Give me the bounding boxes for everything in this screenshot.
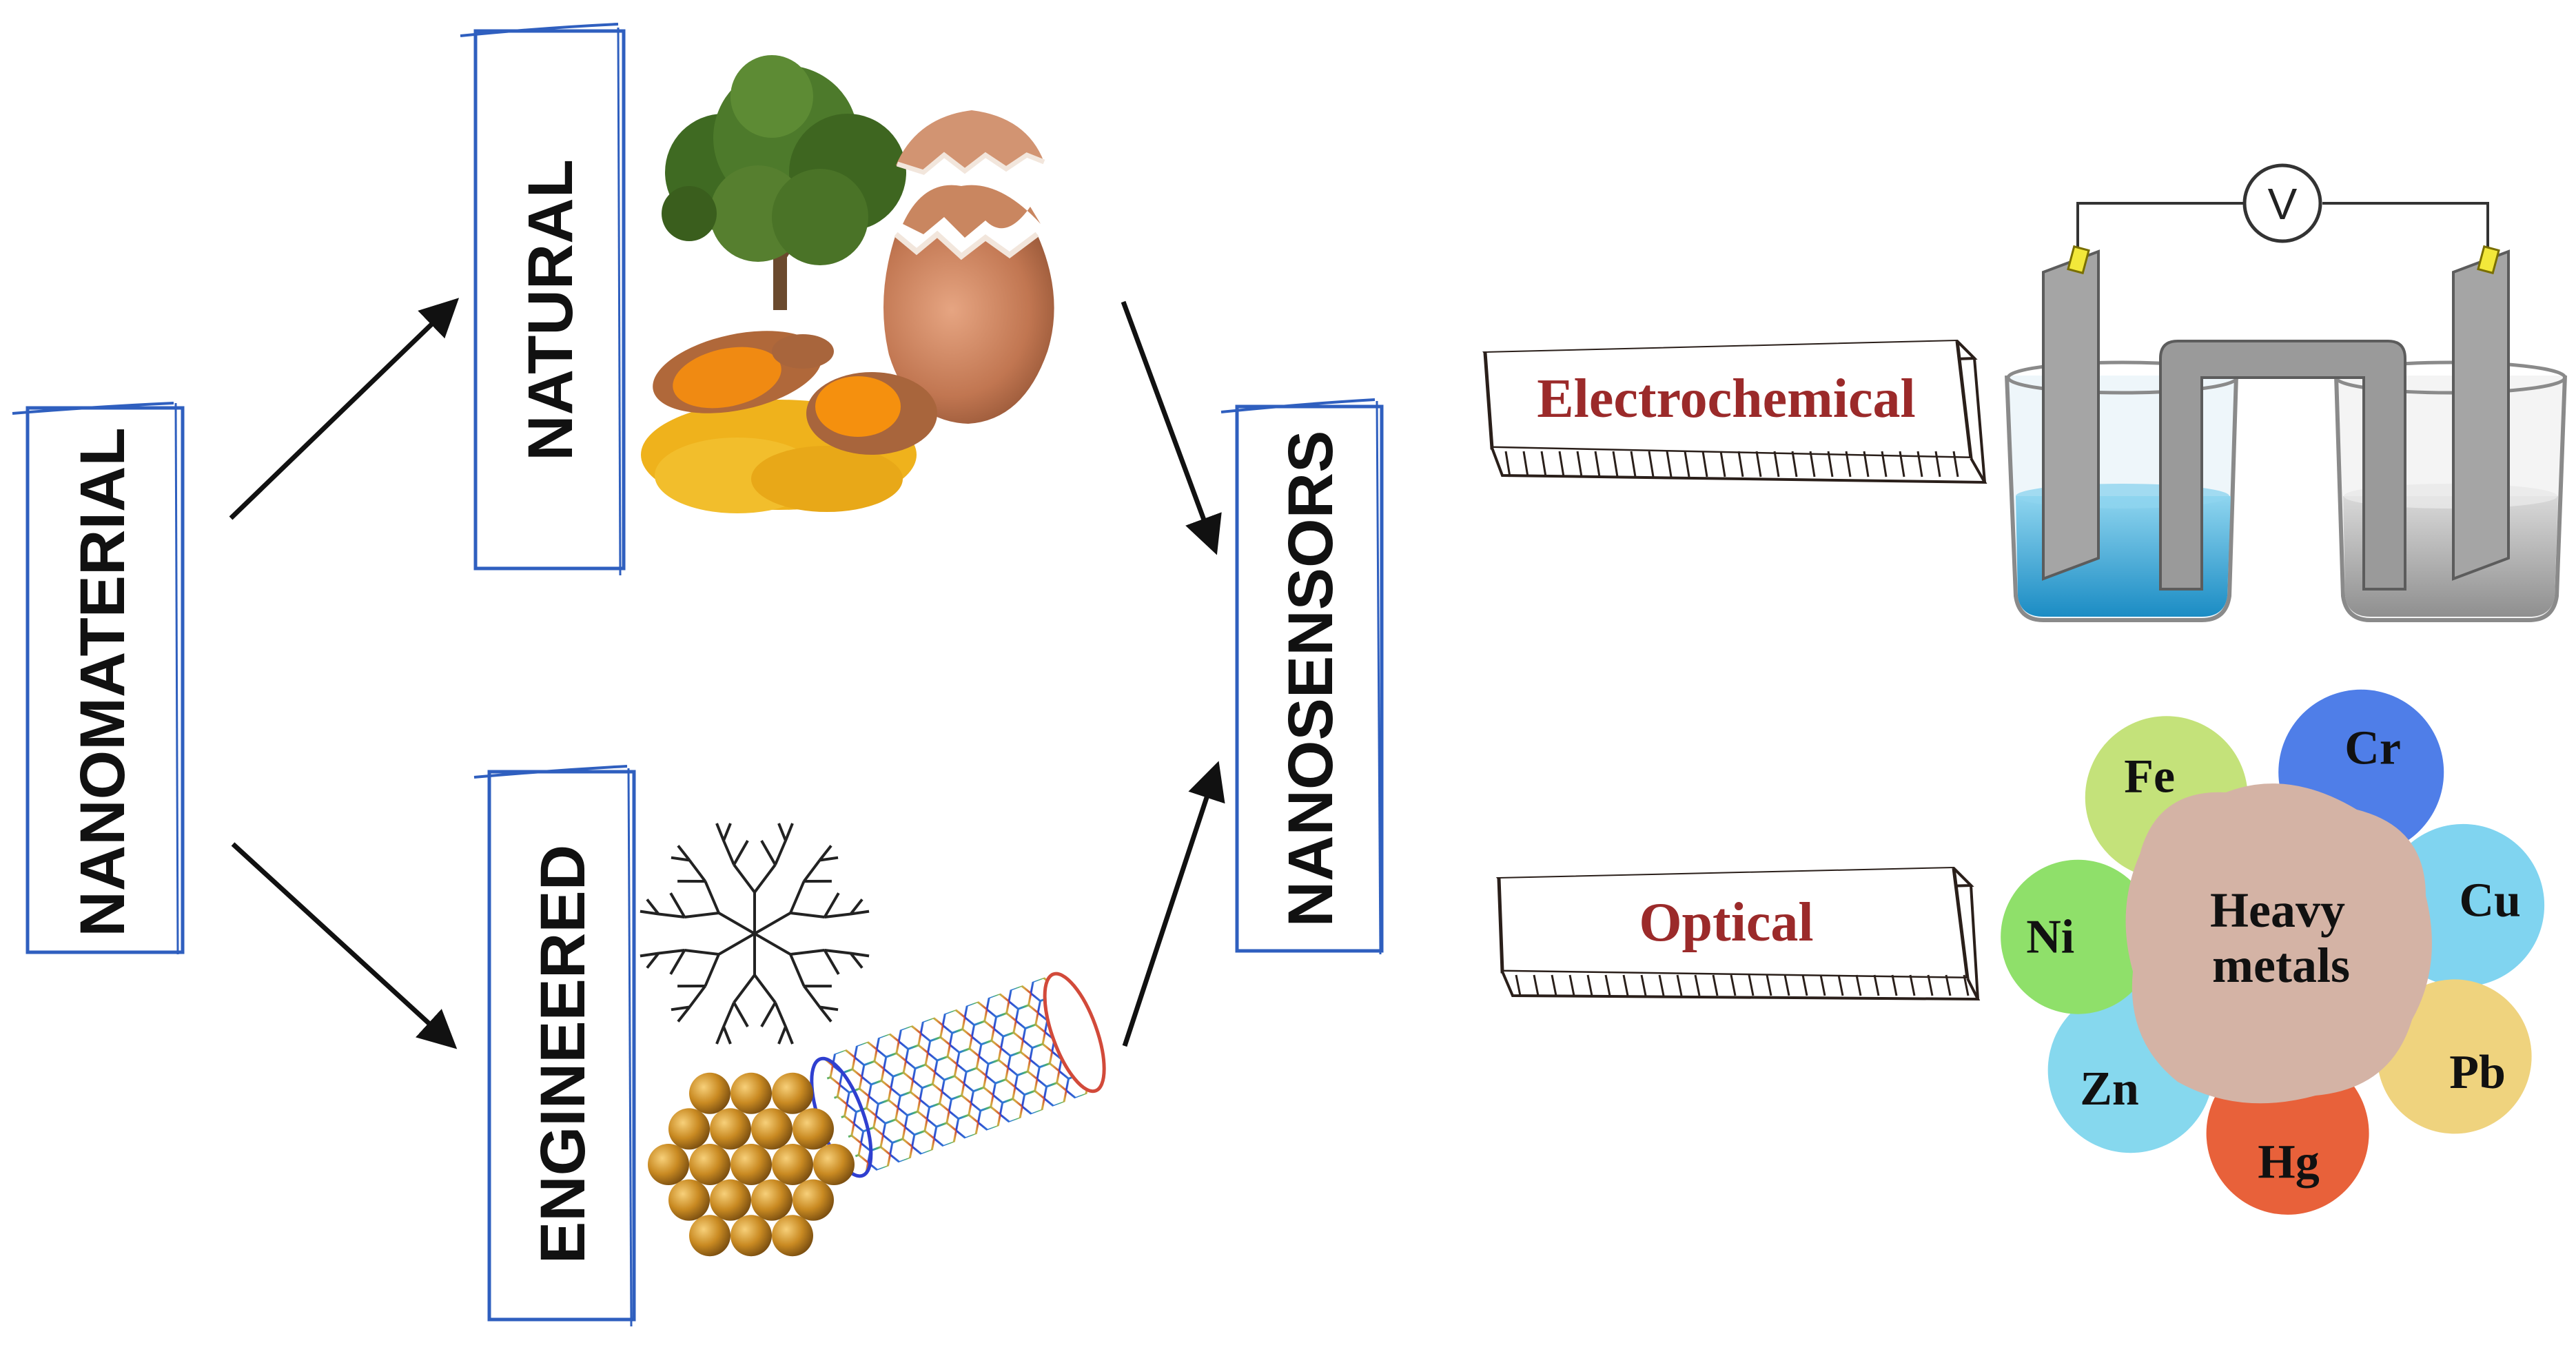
metal-label-cu: Cu <box>2459 874 2520 927</box>
nanoparticle <box>793 1179 834 1221</box>
metal-label-ni: Ni <box>2026 910 2074 963</box>
natural-label: NATURAL <box>515 159 586 461</box>
metal-petal-ni <box>2001 859 2156 1014</box>
nanoparticle <box>668 1179 710 1221</box>
arrow-engineered-to-nanosensors <box>1122 761 1225 1047</box>
nanoparticle <box>772 1072 813 1114</box>
arrow-natural-to-nanosensors <box>1121 300 1222 555</box>
nanoparticle <box>730 1144 772 1185</box>
arrow-to-natural <box>229 298 460 520</box>
nanomaterial-label: NANOMATERIAL <box>68 427 138 936</box>
nanoparticle <box>710 1108 751 1150</box>
nanoparticle <box>689 1072 730 1114</box>
nanomaterial-box: NANOMATERIAL <box>12 402 185 955</box>
optical-label: Optical <box>1639 892 1813 953</box>
engineered-label: ENGINEERED <box>528 845 598 1264</box>
metal-label-hg: Hg <box>2258 1136 2319 1189</box>
dendrimer-icon <box>638 823 871 1045</box>
nanoparticle <box>772 1144 813 1185</box>
nanoparticle-cluster-icon <box>648 1072 855 1257</box>
turmeric-icon <box>641 331 937 513</box>
heavy-metals-line1: Heavy <box>2210 883 2345 938</box>
engineered-box: ENGINEERED <box>473 765 636 1327</box>
metal-label-fe: Fe <box>2124 750 2175 803</box>
nanosensors-label: NANOSENSORS <box>1276 431 1346 927</box>
heavy-metals-center: Heavy metals <box>2125 783 2432 1104</box>
metal-petal-pb <box>2377 979 2532 1134</box>
nanoparticle <box>751 1179 793 1221</box>
optical-tag: Optical <box>1495 866 1981 1001</box>
electrochemical-cell-icon: V <box>2005 163 2567 622</box>
eggshell-icon <box>883 110 1054 424</box>
nanoparticle <box>751 1108 793 1150</box>
tree-icon <box>662 55 906 310</box>
metal-label-cr: Cr <box>2344 722 2401 775</box>
metal-label-pb: Pb <box>2449 1046 2506 1099</box>
nanoparticle <box>793 1108 834 1150</box>
nanoparticle <box>730 1215 772 1257</box>
nanoparticle <box>813 1144 855 1185</box>
metal-label-zn: Zn <box>2080 1062 2139 1116</box>
natural-box: NATURAL <box>460 23 626 576</box>
nanoparticle <box>689 1144 730 1185</box>
heavy-metals-line2: metals <box>2212 938 2350 993</box>
nanoparticle <box>689 1215 730 1257</box>
carbon-nanotube-icon <box>810 972 1106 1178</box>
arrow-to-engineered <box>231 842 458 1049</box>
voltmeter-icon <box>2242 163 2322 243</box>
nanoparticle <box>730 1072 772 1114</box>
electrochemical-tag: Electrochemical <box>1482 339 1987 484</box>
nanosensors-box: NANOSENSORS <box>1220 398 1384 955</box>
nanoparticle <box>710 1179 751 1221</box>
electrochemical-label: Electrochemical <box>1537 369 1915 429</box>
nanoparticle <box>668 1108 710 1150</box>
nanoparticle <box>648 1144 689 1185</box>
nanoparticle <box>772 1215 813 1257</box>
voltmeter-label: V <box>2268 179 2298 229</box>
